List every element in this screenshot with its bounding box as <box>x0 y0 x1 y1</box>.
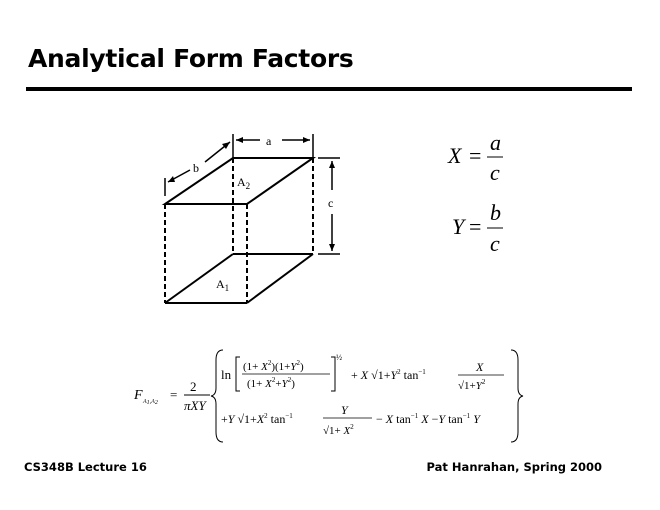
svg-text:F: F <box>133 388 143 403</box>
footer-author: Pat Hanrahan, Spring 2000 <box>426 460 602 474</box>
svg-text:=: = <box>469 214 481 239</box>
svg-text:πXY: πXY <box>184 398 207 413</box>
svg-text:c: c <box>490 231 500 256</box>
svg-text:2: 2 <box>190 379 197 394</box>
svg-text:+ X √1+Y2 tan−1: + X √1+Y2 tan−1 <box>351 368 426 382</box>
svg-text:b: b <box>490 200 501 225</box>
footer-course: CS348B Lecture 16 <box>24 460 147 474</box>
label-b: b <box>193 161 199 175</box>
form-factor-formula: F A1,A2 = 2 πXY ln (1+ X2)(1+Y2) (1+ X2+… <box>133 349 524 443</box>
svg-text:(1+ X2)(1+Y2): (1+ X2)(1+Y2) <box>243 359 304 373</box>
svg-text:=: = <box>469 143 481 168</box>
slide-title: Analytical Form Factors <box>28 44 354 73</box>
label-c: c <box>328 196 333 210</box>
svg-text:=: = <box>170 387 177 402</box>
svg-text:X: X <box>475 360 484 374</box>
svg-text:½: ½ <box>336 353 342 362</box>
variable-definitions: X = a c Y = b c <box>447 130 503 256</box>
label-A2: A2 <box>237 175 250 191</box>
svg-text:(1+ X2+Y2): (1+ X2+Y2) <box>247 376 295 390</box>
svg-text:+Y √1+X2 tan−1: +Y √1+X2 tan−1 <box>221 412 293 426</box>
svg-text:c: c <box>490 160 500 185</box>
title-divider <box>26 87 632 91</box>
label-a: a <box>266 134 272 148</box>
label-A1: A1 <box>216 277 229 293</box>
svg-text:Y: Y <box>341 403 349 417</box>
svg-text:A1,A2: A1,A2 <box>142 399 158 406</box>
svg-text:√1+Y2: √1+Y2 <box>458 378 486 392</box>
svg-text:a: a <box>490 130 501 155</box>
svg-text:X: X <box>447 143 463 168</box>
svg-text:Y: Y <box>452 214 467 239</box>
svg-text:√1+ X2: √1+ X2 <box>323 423 354 437</box>
svg-text:ln: ln <box>221 367 232 382</box>
svg-text:− X tan−1 X −Y tan−1 Y: − X tan−1 X −Y tan−1 Y <box>376 412 481 426</box>
